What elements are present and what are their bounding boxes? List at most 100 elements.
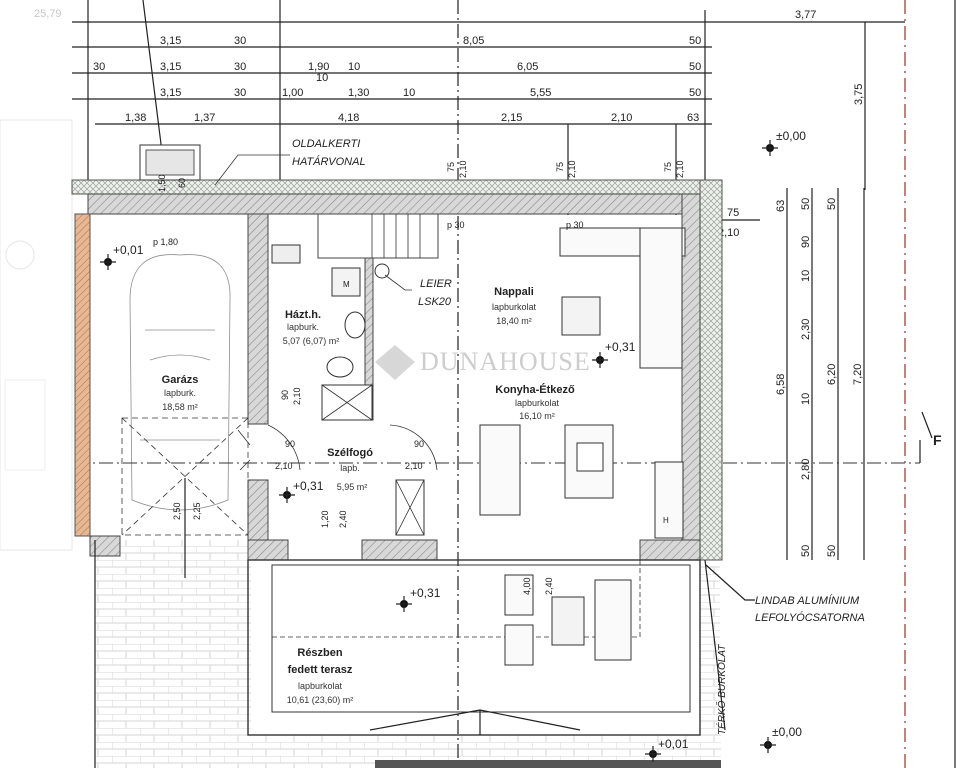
note-chimney: LEIER bbox=[420, 278, 452, 290]
dim-label: 1,90 bbox=[308, 61, 329, 73]
room-area: 16,10 m² bbox=[519, 411, 555, 421]
dim-label: 2,10 bbox=[611, 112, 632, 124]
room-name: Konyha-Étkező bbox=[495, 383, 575, 396]
dim-label: 4,18 bbox=[338, 112, 359, 124]
dim-label: 6,05 bbox=[517, 61, 538, 73]
window-dim: 1,50 bbox=[157, 174, 167, 192]
level-marker: ±0,00 bbox=[762, 129, 806, 156]
dim-label: 63 bbox=[775, 200, 787, 212]
dim-label: 3,75 bbox=[853, 84, 865, 105]
dim-label: 7,20 bbox=[852, 364, 864, 385]
dim-label: 8,05 bbox=[463, 35, 484, 47]
terrace-dim: 4,00 bbox=[522, 577, 532, 595]
watermark: DUNAHOUSE bbox=[375, 345, 590, 380]
note-boundary: HATÁRVONAL bbox=[292, 155, 366, 168]
dim-label: 30 bbox=[93, 61, 105, 73]
top-dimension-lines bbox=[72, 0, 905, 768]
dim-faded: 25,79 bbox=[34, 8, 62, 20]
room-kitchen: Konyha-Étkező lapburkolat 16,10 m² bbox=[495, 383, 575, 421]
neighbour-plan-faded bbox=[0, 119, 73, 551]
note-gutter: LEFOLYÓCSATORNA bbox=[755, 611, 865, 624]
dim-label: 1,30 bbox=[348, 87, 369, 99]
window-dim: 75 bbox=[446, 162, 456, 172]
garage-car bbox=[129, 254, 231, 511]
level-marker: +0,31 bbox=[396, 586, 441, 612]
note-paving: TÉRKŐ BURKOLAT bbox=[714, 644, 728, 735]
svg-text:±0,00: ±0,00 bbox=[776, 129, 806, 143]
dim-label: 1,00 bbox=[282, 87, 303, 99]
room-garage: Garázs lapburk. 18,58 m² bbox=[162, 374, 199, 412]
room-floor: lapburkolat bbox=[492, 302, 537, 312]
dim-label: 3,15 bbox=[160, 61, 181, 73]
room-floor: lapburk. bbox=[287, 322, 319, 332]
room-area: 5,07 (6,07) m² bbox=[283, 336, 340, 346]
dim-label: 30 bbox=[234, 61, 246, 73]
door-dim: 2,10 bbox=[275, 461, 293, 471]
window-dim: 75 bbox=[555, 162, 565, 172]
washer-label: M bbox=[343, 280, 350, 289]
building-walls bbox=[71, 144, 755, 768]
fridge-label: H bbox=[663, 516, 669, 525]
door-dim: 90 bbox=[285, 439, 295, 449]
room-living: Nappali lapburkolat 18,40 m² bbox=[492, 286, 537, 326]
level-marker: +0,31 bbox=[592, 340, 636, 368]
room-name: Részben bbox=[297, 647, 343, 659]
room-area: 10,61 (23,60) m² bbox=[287, 695, 354, 705]
door-dim: 90 bbox=[280, 390, 290, 400]
dim-label: 3,77 bbox=[795, 9, 816, 21]
dim-label: 6,20 bbox=[826, 364, 838, 385]
dim-label: 50 bbox=[689, 61, 701, 73]
level-marker: +0,31 bbox=[279, 479, 324, 503]
room-name: fedett terasz bbox=[288, 664, 353, 676]
dim-label: 10 bbox=[800, 270, 812, 282]
dim-label: 75 bbox=[727, 207, 739, 219]
svg-text:+0,31: +0,31 bbox=[410, 586, 441, 600]
dim-label: 3,15 bbox=[160, 35, 181, 47]
room-vestibule: Szélfogó lapb. 5,95 m² bbox=[327, 447, 373, 492]
door-dim: 2,10 bbox=[405, 461, 423, 471]
window-dim: 2,10 bbox=[458, 160, 468, 178]
door-dim: 1,20 bbox=[320, 510, 330, 528]
dim-label: 63 bbox=[687, 112, 699, 124]
room-floor: lapb. bbox=[340, 463, 360, 473]
level-marker: +0,01 bbox=[100, 243, 144, 270]
level-marker: ±0,00 bbox=[760, 725, 802, 753]
dim-label: 1,38 bbox=[125, 112, 146, 124]
room-name: Házt.h. bbox=[285, 309, 321, 321]
leader-line bbox=[384, 274, 412, 291]
dim-label: 50 bbox=[826, 198, 838, 210]
dim-label: 30 bbox=[234, 87, 246, 99]
garage-door-projection bbox=[121, 417, 249, 536]
dim-label: 50 bbox=[689, 35, 701, 47]
room-name: Garázs bbox=[162, 374, 199, 386]
door-dim: 2,10 bbox=[292, 387, 302, 405]
dim-label: 10 bbox=[348, 61, 360, 73]
section-marker: F bbox=[933, 432, 942, 448]
dim-label: 2,80 bbox=[800, 459, 812, 480]
dim-label: 2,30 bbox=[800, 319, 812, 340]
svg-text:+0,01: +0,01 bbox=[658, 737, 689, 751]
dim-label: 10 bbox=[316, 72, 328, 84]
dim-label: 5,55 bbox=[530, 87, 551, 99]
room-floor: lapburkolat bbox=[515, 398, 560, 408]
svg-text:+0,31: +0,31 bbox=[605, 340, 636, 354]
terrace-dim: 2,40 bbox=[544, 577, 554, 595]
svg-text:+0,31: +0,31 bbox=[293, 479, 324, 493]
svg-text:+0,01: +0,01 bbox=[113, 243, 144, 257]
svg-text:±0,00: ±0,00 bbox=[772, 725, 802, 739]
window-dim: 2,10 bbox=[675, 160, 685, 178]
dim-label: 3,15 bbox=[160, 87, 181, 99]
room-name: Nappali bbox=[494, 286, 534, 298]
dim-label: 6,58 bbox=[775, 374, 787, 395]
parapet-label: p 30 bbox=[566, 220, 584, 230]
door-dim: 2,40 bbox=[338, 510, 348, 528]
parapet-label: p 1,80 bbox=[153, 237, 178, 247]
dim-label: 1,37 bbox=[194, 112, 215, 124]
note-chimney: LSK20 bbox=[418, 296, 452, 308]
level-marker: +0,01 bbox=[645, 737, 689, 762]
furniture bbox=[271, 227, 686, 666]
dim-label: 10 bbox=[800, 393, 812, 405]
garage-door-dim: 2,25 bbox=[192, 502, 202, 520]
note-boundary: OLDALKERTI bbox=[292, 138, 360, 150]
